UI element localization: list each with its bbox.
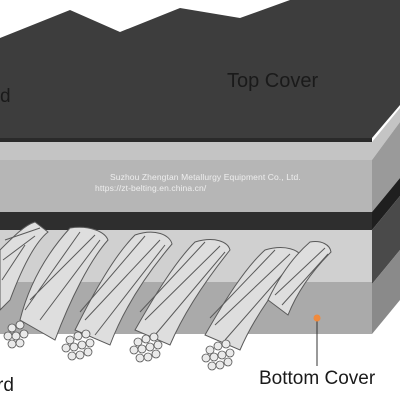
- top-cover-layer: [0, 0, 400, 138]
- steel-cord: [74, 231, 173, 346]
- steel-cord-strands: [274, 247, 329, 306]
- grey-layer-front: [0, 160, 372, 212]
- grey-layer-top: [0, 108, 400, 160]
- cord-end: [129, 332, 163, 363]
- bottom-cover-pointer-dot: [313, 314, 321, 322]
- top-cover-front-edge: [0, 138, 372, 142]
- cord-end: [61, 329, 95, 361]
- watermark-url: https://zt-belting.en.china.cn/: [95, 183, 207, 193]
- cord-label-fragment: rd: [0, 375, 14, 396]
- steel-cord-strands: [24, 231, 101, 321]
- dark-middle-side: [372, 178, 400, 230]
- bottom-cover-side: [372, 250, 400, 334]
- cord-label-fragment-upper: d: [0, 86, 11, 107]
- cord-ends: [3, 320, 235, 371]
- top-cover-label: Top Cover: [227, 70, 319, 92]
- steel-cord-strands: [1, 227, 41, 281]
- steel-cord-strands: [139, 241, 226, 336]
- steel-cord: [0, 221, 49, 311]
- cord-end: [3, 320, 29, 349]
- watermark-company: Suzhou Zhengtan Metallurgy Equipment Co.…: [110, 172, 301, 182]
- steel-cord: [267, 241, 332, 316]
- dark-middle-front: [0, 212, 372, 230]
- steel-cords: [0, 221, 332, 351]
- bottom-cover-label: Bottom Cover: [259, 368, 376, 389]
- grey-layer-side: [372, 122, 400, 212]
- cord-end: [201, 339, 235, 371]
- steel-cord: [19, 226, 109, 341]
- cord-zone-side: [372, 196, 400, 284]
- steel-cord-strands: [79, 235, 166, 336]
- steel-cord: [204, 247, 303, 351]
- steel-cord: [134, 239, 231, 346]
